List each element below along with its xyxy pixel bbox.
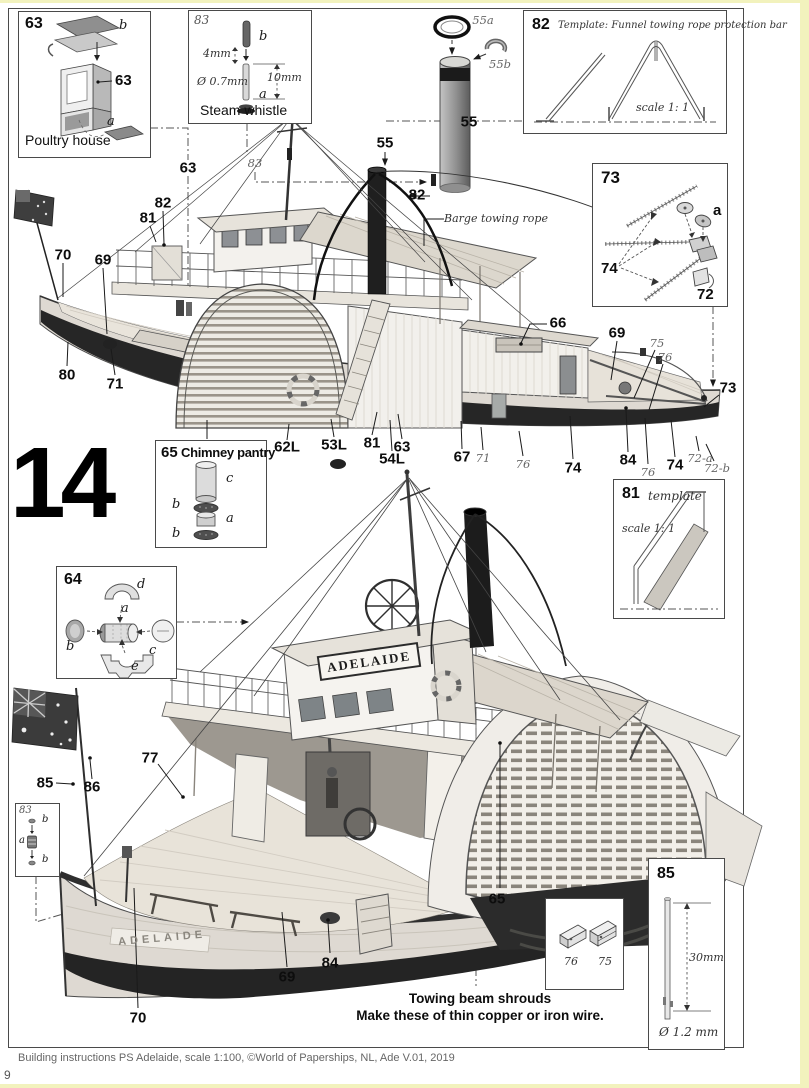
figure-box-81-template: 81 template scale 1: 1 [613, 479, 725, 619]
scale-note: scale 1: 1 [636, 101, 690, 114]
footer-credit: Building instructions PS Adelaide, scale… [18, 1052, 455, 1064]
stair-rail-template-drawing [620, 491, 718, 611]
fitting-64-drawing [65, 583, 175, 678]
dim-length: 30mm [689, 951, 724, 964]
box-number: 73 [601, 168, 620, 187]
towing-chain-drawing [604, 184, 718, 302]
poultry-house-drawing [47, 15, 144, 141]
part-label-75: 75 [598, 955, 612, 968]
figure-box-73-fittings: 73 a 74 72 [592, 163, 728, 307]
box-caption: Steam whistle [200, 102, 288, 118]
part-label-b2: b [42, 854, 49, 865]
part-label-b1: b [172, 497, 181, 512]
part-label-76: 76 [564, 955, 578, 968]
part-ref-63: 63 [115, 72, 132, 89]
box-number: 64 [64, 571, 82, 588]
part-label-a: a [19, 835, 25, 846]
part-label-a: a [713, 202, 722, 219]
towing-note-line2: Make these of thin copper or iron wire. [356, 1008, 604, 1023]
lower-leader-lines [55, 744, 501, 1009]
part-label-c: c [149, 643, 157, 658]
box-number: 83 [194, 13, 210, 27]
part-label-b: b [119, 18, 128, 33]
figure-box-shroud-blocks: 76 75 [545, 898, 624, 990]
page-number: 9 [4, 1068, 11, 1082]
box-title: template [648, 489, 702, 503]
box-number: 63 [25, 15, 43, 32]
barge-towing-rope-note: Barge towing rope [444, 212, 548, 225]
content-frame [8, 8, 744, 1048]
dim-4mm: 4mm [203, 47, 231, 60]
box-number: 65 [161, 444, 178, 461]
box-number: 82 [532, 16, 550, 33]
towing-beam-note: Towing beam shrouds Make these of thin c… [344, 990, 616, 1024]
part-label-b1: b [42, 814, 49, 825]
page-edge-right [800, 0, 809, 1088]
scale-note: scale 1: 1 [622, 522, 676, 535]
box-title: Chimney pantry [181, 445, 276, 460]
part-label-72: 72 [697, 286, 714, 303]
dim-diameter: Ø 0.7mm [197, 75, 248, 88]
part-label-d: d [137, 577, 146, 592]
box-number: 85 [657, 865, 675, 882]
part-label-a: a [259, 87, 267, 102]
chimney-parts-drawing [193, 461, 219, 540]
figure-box-64-fittings: 64 d a b c e [56, 566, 177, 679]
part-label-a: a [107, 114, 115, 129]
part-label-b2: b [172, 526, 181, 541]
protection-bar-template-drawing [534, 40, 716, 123]
figure-box-83-small: 83 b a b [15, 803, 60, 877]
flagpole-drawing [663, 897, 711, 1020]
figure-box-85-flagpole: 85 30mm Ø 1.2 mm [648, 858, 725, 1050]
steam-whistle-drawing [232, 20, 285, 114]
part-label-e: e [131, 659, 139, 674]
part-label-a: a [121, 601, 129, 616]
dim-diameter: Ø 1.2 mm [659, 1025, 719, 1039]
figure-box-63-poultry-house: 63 b 63 a Poultry house [18, 11, 151, 158]
towing-note-line1: Towing beam shrouds [408, 991, 552, 1006]
dim-10mm: 10mm [267, 71, 302, 84]
box-title: Template: Funnel towing rope protection … [558, 20, 787, 31]
shroud-blocks-drawing [559, 920, 617, 949]
upper-leader-lines [62, 152, 720, 465]
funnel-part-55 [433, 15, 508, 193]
part-label-b: b [259, 29, 268, 44]
part-label-74: 74 [601, 260, 618, 277]
part-label-a: a [226, 511, 234, 526]
figure-box-82-template: 82 Template: Funnel towing rope protecti… [523, 10, 787, 134]
whistle-83-small-drawing [27, 818, 37, 866]
page-edge-bottom [0, 1084, 809, 1088]
page-edge-top [0, 0, 809, 3]
figure-box-65-chimney-pantry: 65 Chimney pantry c b a b [155, 440, 275, 548]
lower-ship-illustration [11, 469, 763, 1009]
box-number: 83 [19, 805, 32, 816]
part-label-b: b [66, 639, 75, 654]
figure-box-83-steam-whistle: 83 b 4mm 10mm Ø 0.7mm a Steam whistle [188, 10, 312, 124]
box-number: 81 [622, 485, 640, 502]
upper-ship-illustration [13, 107, 721, 469]
step-number: 14 [10, 427, 116, 539]
box-caption: Poultry house [25, 132, 111, 148]
part-label-c: c [226, 471, 234, 486]
